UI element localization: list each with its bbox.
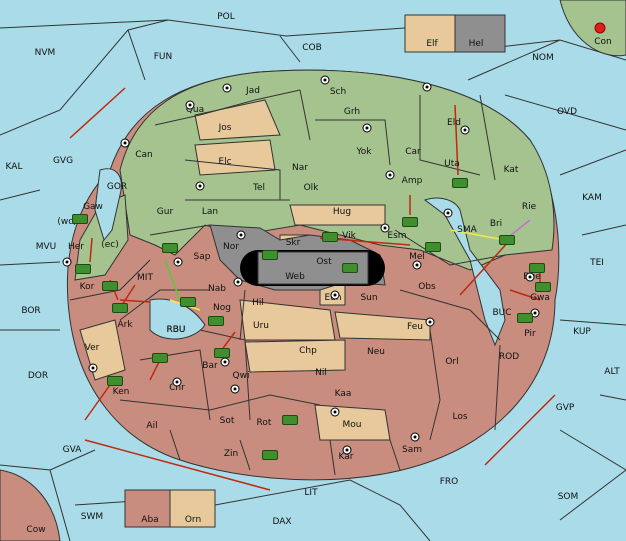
region-elc	[194, 139, 276, 176]
army-unit-icon[interactable]	[452, 178, 468, 188]
supply-center-icon	[233, 277, 243, 287]
army-unit-icon[interactable]	[282, 415, 298, 425]
region-chp	[244, 339, 346, 373]
army-unit-icon[interactable]	[208, 316, 224, 326]
army-unit-icon[interactable]	[402, 217, 418, 227]
supply-center-icon	[230, 384, 240, 394]
army-unit-icon[interactable]	[262, 450, 278, 460]
supply-center-icon	[120, 138, 130, 148]
supply-center-icon	[222, 83, 232, 93]
supply-center-icon	[412, 260, 422, 270]
supply-center-icon	[62, 257, 72, 267]
region-feu	[334, 311, 431, 341]
order-arrows	[69, 87, 556, 491]
supply-center-icon	[443, 208, 453, 218]
supply-center-icon	[425, 317, 435, 327]
supply-center-icon	[173, 257, 183, 267]
supply-center-icon	[172, 377, 182, 387]
region-hug	[289, 204, 386, 226]
supply-center-icon	[380, 223, 390, 233]
army-unit-icon[interactable]	[214, 348, 230, 358]
army-unit-icon[interactable]	[162, 243, 178, 253]
supply-center-icon	[525, 272, 535, 282]
supply-center-icon	[330, 407, 340, 417]
army-unit-icon[interactable]	[529, 263, 545, 273]
army-unit-icon[interactable]	[322, 232, 338, 242]
army-unit-icon[interactable]	[342, 263, 358, 273]
supply-center-icon	[422, 82, 432, 92]
supply-center-icon	[88, 363, 98, 373]
supply-center-icon	[330, 290, 340, 300]
army-unit-icon[interactable]	[535, 282, 551, 292]
supply-center-icon	[342, 445, 352, 455]
supply-center-icon	[410, 432, 420, 442]
army-unit-icon[interactable]	[107, 376, 123, 386]
supply-center-icon	[385, 170, 395, 180]
supply-center-icon	[220, 357, 230, 367]
region-borders	[69, 89, 506, 476]
army-unit-icon[interactable]	[262, 250, 278, 260]
army-unit-icon[interactable]	[180, 297, 196, 307]
supply-center-icon	[320, 75, 330, 85]
supply-center-icon	[236, 230, 246, 240]
army-unit-icon[interactable]	[102, 281, 118, 291]
sea-borders	[0, 19, 626, 541]
army-unit-icon[interactable]	[112, 303, 128, 313]
supply-center-icon	[185, 100, 195, 110]
army-unit-icon[interactable]	[152, 353, 168, 363]
army-unit-icon[interactable]	[517, 313, 533, 323]
supply-center-icon	[195, 181, 205, 191]
army-unit-icon[interactable]	[499, 235, 515, 245]
supply-center-icon	[460, 125, 470, 135]
region-jos	[194, 99, 281, 141]
supply-center-icon	[362, 123, 372, 133]
army-unit-icon[interactable]	[75, 264, 91, 274]
region-mou	[314, 404, 391, 441]
star-icon	[594, 22, 606, 34]
army-unit-icon[interactable]	[72, 214, 88, 224]
army-unit-icon[interactable]	[425, 242, 441, 252]
